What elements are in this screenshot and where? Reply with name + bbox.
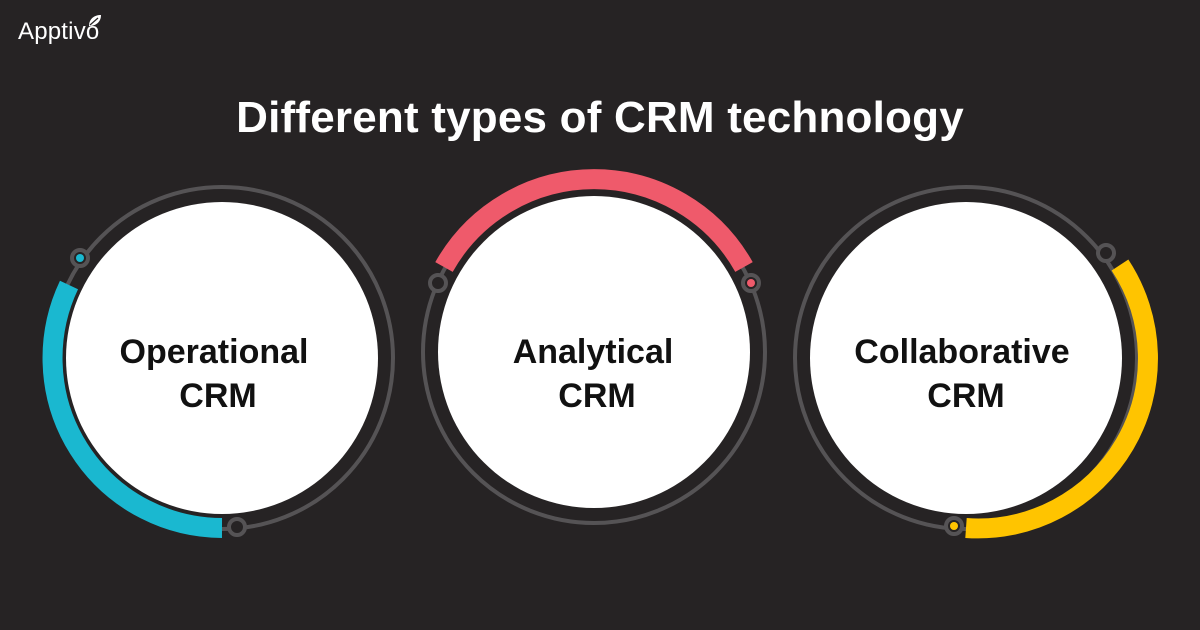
- accent-arc: [42, 280, 223, 538]
- node-label-line2: CRM: [558, 377, 635, 415]
- node-label-line1: Collaborative: [854, 333, 1069, 371]
- ring-dot: [227, 517, 247, 537]
- node-label-line1: Operational: [120, 333, 309, 371]
- node-label-line2: CRM: [927, 377, 1004, 415]
- ring-dot-center: [747, 279, 755, 287]
- page-title: Different types of CRM technology: [236, 93, 964, 142]
- crm-node-analytical: Analytical CRM: [421, 169, 767, 525]
- ring-dot-center: [76, 254, 84, 262]
- inner-circle: [438, 196, 750, 508]
- crm-node-collaborative: Collaborative CRM: [793, 185, 1158, 539]
- ring-dot: [428, 273, 448, 293]
- apptivo-logo: Apptivo: [18, 15, 103, 45]
- leaf-icon: [89, 15, 102, 26]
- inner-circle: [66, 202, 378, 514]
- ring-dot: [1096, 243, 1116, 263]
- crm-node-operational: Operational CRM: [42, 185, 395, 538]
- accent-arc: [435, 169, 753, 272]
- ring-dot-center: [950, 522, 958, 530]
- node-label-line2: CRM: [179, 377, 256, 415]
- inner-circle: [810, 202, 1122, 514]
- node-label-line1: Analytical: [513, 333, 674, 371]
- accent-arc: [965, 259, 1158, 539]
- logo-text: Apptivo: [18, 18, 100, 45]
